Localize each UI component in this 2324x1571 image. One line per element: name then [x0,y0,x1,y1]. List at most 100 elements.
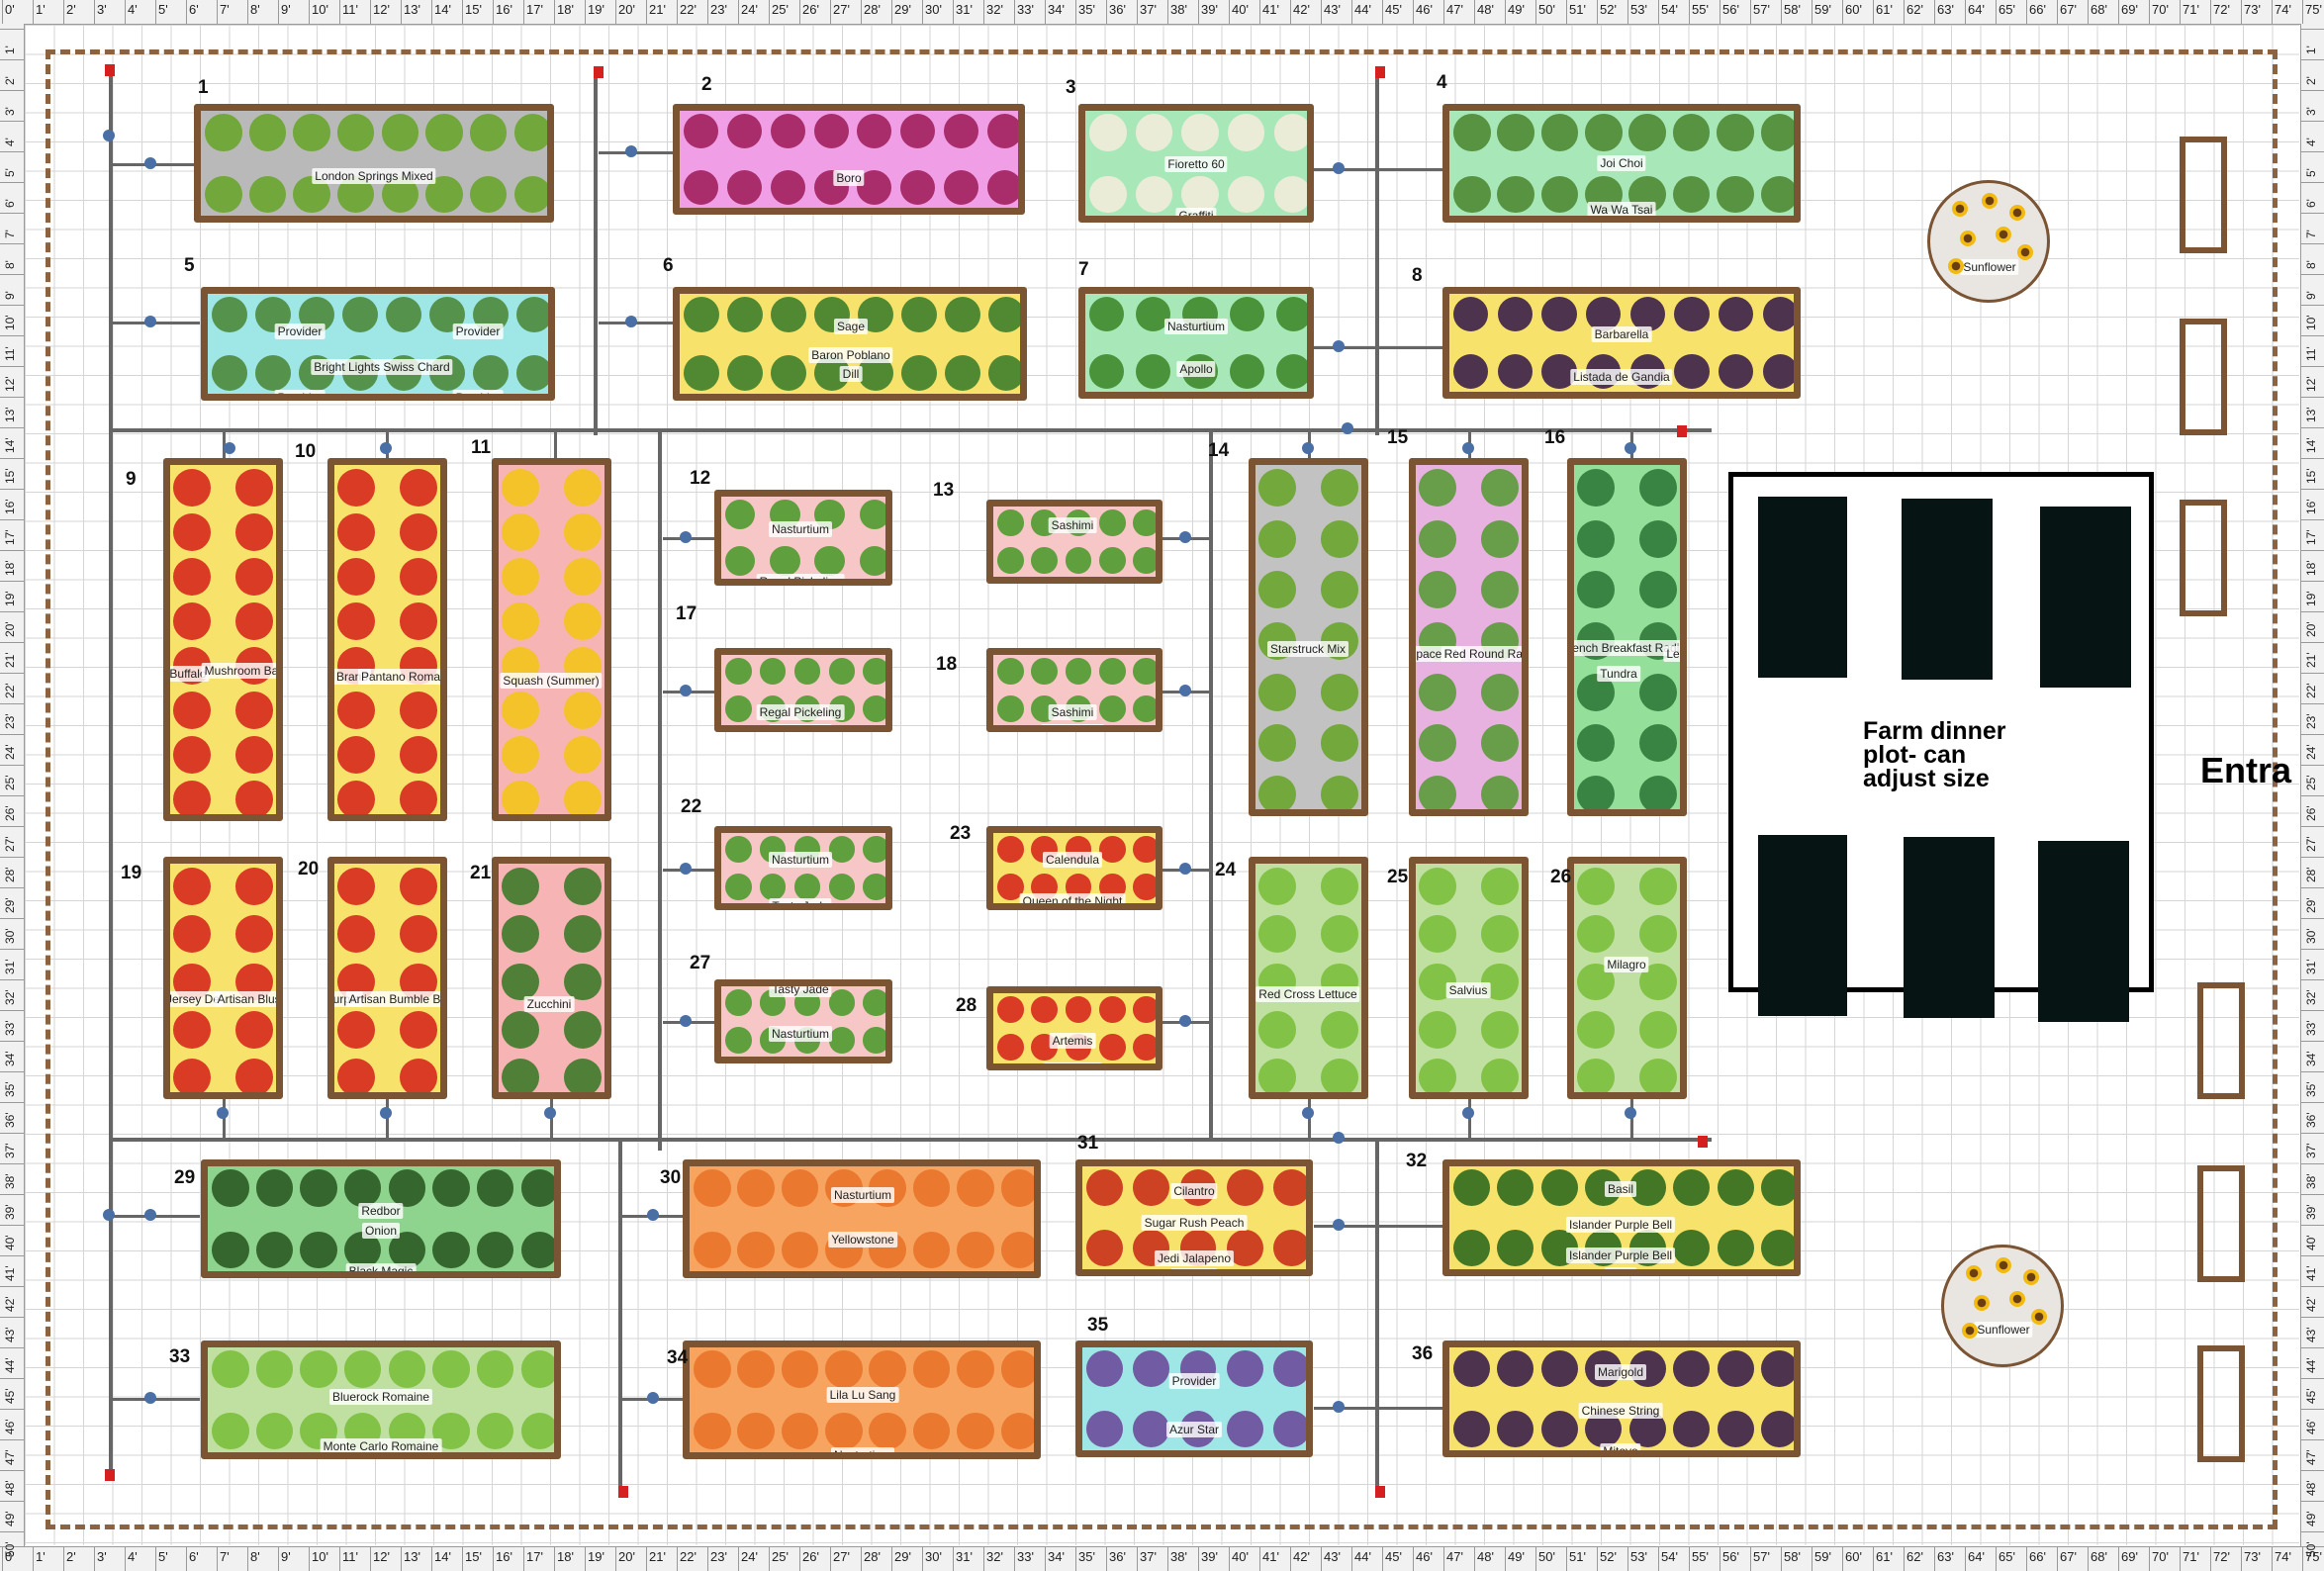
valve-icon[interactable] [103,1209,115,1221]
drip-line[interactable] [550,1098,553,1140]
drip-line[interactable] [618,1138,622,1494]
garden-bed-13[interactable]: NasturtiumSashimi [986,500,1162,584]
drip-line[interactable] [1375,1138,1379,1494]
drip-line[interactable] [1314,346,1442,349]
drip-line[interactable] [554,428,557,460]
trellis-frame[interactable] [2180,137,2227,253]
trellis-frame[interactable] [2197,1165,2245,1282]
sunflower-bed-top[interactable]: Sunflower [1927,180,2050,303]
valve-icon[interactable] [144,1392,156,1404]
valve-icon[interactable] [1333,1219,1345,1231]
valve-icon[interactable] [224,442,235,454]
drip-line[interactable] [1630,1098,1633,1140]
valve-icon[interactable] [1179,1015,1191,1027]
valve-icon[interactable] [625,145,637,157]
valve-icon[interactable] [144,1209,156,1221]
valve-icon[interactable] [1333,340,1345,352]
garden-bed-1[interactable]: London Springs Mixed [194,104,554,223]
garden-bed-21[interactable]: Zucchini [492,857,611,1099]
drip-line[interactable] [386,1098,389,1140]
trellis-frame[interactable] [2197,982,2245,1099]
drip-line[interactable] [1314,168,1442,171]
farm-dinner-plot[interactable] [1728,472,2154,1022]
valve-icon[interactable] [647,1209,659,1221]
drip-line[interactable] [594,69,598,435]
valve-icon[interactable] [380,1107,392,1119]
drip-line[interactable] [223,1098,226,1140]
garden-bed-25[interactable]: Salvius [1409,857,1529,1099]
trellis-frame[interactable] [2180,500,2227,616]
drip-line[interactable] [1468,1098,1471,1140]
drip-line[interactable] [109,74,113,1479]
valve-icon[interactable] [1333,1132,1345,1144]
valve-icon[interactable] [1462,1107,1474,1119]
valve-icon[interactable] [680,531,692,543]
valve-icon[interactable] [380,442,392,454]
valve-icon[interactable] [1179,531,1191,543]
valve-icon[interactable] [144,316,156,327]
valve-icon[interactable] [217,1107,229,1119]
valve-icon[interactable] [1333,1401,1345,1413]
valve-icon[interactable] [680,863,692,875]
valve-icon[interactable] [144,157,156,169]
valve-icon[interactable] [103,130,115,141]
garden-bed-26[interactable]: Milagro [1567,857,1687,1099]
drip-line[interactable] [1314,1225,1442,1228]
drip-line[interactable] [1308,1098,1311,1140]
sunflower-bed-bottom[interactable]: Sunflower [1941,1245,2064,1367]
trellis-frame[interactable] [2197,1345,2245,1462]
valve-icon[interactable] [1302,442,1314,454]
valve-icon[interactable] [625,316,637,327]
garden-bed-24[interactable]: Red Cross Lettuce [1249,857,1368,1099]
valve-icon[interactable] [1625,442,1636,454]
drip-line[interactable] [1209,428,1213,1141]
valve-icon[interactable] [647,1392,659,1404]
drip-line[interactable] [109,428,1712,432]
valve-icon[interactable] [1179,863,1191,875]
valve-icon[interactable] [1302,1107,1314,1119]
garden-bed-14[interactable]: Starstruck Mix [1249,458,1368,816]
valve-icon[interactable] [680,1015,692,1027]
valve-icon[interactable] [680,685,692,696]
valve-icon[interactable] [544,1107,556,1119]
drip-line[interactable] [1314,1407,1442,1410]
drip-line[interactable] [1375,69,1379,435]
valve-icon[interactable] [1625,1107,1636,1119]
valve-icon[interactable] [1179,685,1191,696]
garden-fence[interactable] [46,49,2278,1529]
valve-icon[interactable] [1342,422,1353,434]
drip-line[interactable] [109,1138,1712,1142]
valve-icon[interactable] [1462,442,1474,454]
trellis-frame[interactable] [2180,319,2227,435]
garden-bed-16[interactable]: French Breakfast RadishLettuceTundra [1567,458,1687,816]
drip-line[interactable] [658,428,662,1151]
valve-icon[interactable] [1333,162,1345,174]
garden-bed-11[interactable]: Squash (Summer) [492,458,611,821]
